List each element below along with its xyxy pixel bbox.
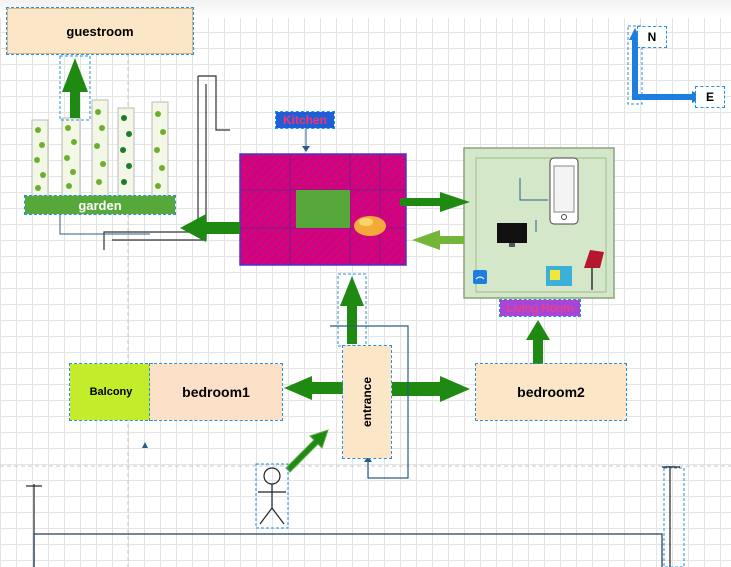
arrow-garden-to-guestroom[interactable] <box>62 58 88 118</box>
smartphone-icon <box>549 157 579 225</box>
marker <box>142 442 148 448</box>
bedroom1-room[interactable]: bedroom1 <box>149 363 283 421</box>
compass-east-label: E <box>695 86 725 108</box>
lamp-icon <box>584 250 604 290</box>
ground-floor <box>33 533 663 567</box>
wifi-icon <box>473 270 487 284</box>
food-icon <box>354 216 386 236</box>
person-icon <box>258 467 286 525</box>
router-icon <box>546 266 572 286</box>
compass-north-label: N <box>637 26 667 48</box>
kitchen-label: Kitchen <box>282 113 327 127</box>
arrow-bedroom2-to-living[interactable] <box>526 320 550 364</box>
arrow-kitchen-to-living[interactable] <box>400 192 470 212</box>
arrow-entrance-to-kitchen[interactable] <box>340 276 364 344</box>
living-room-tag[interactable]: Living Room <box>499 299 581 317</box>
garden-bar[interactable]: garden <box>24 195 176 215</box>
balcony-room[interactable]: Balcony <box>69 363 153 421</box>
arrow-entrance-to-bedroom2[interactable] <box>392 376 470 402</box>
guestroom-label: guestroom <box>66 23 134 39</box>
living-room-label: Living Room <box>506 301 574 315</box>
balcony-label: Balcony <box>89 386 133 398</box>
kitchen-counter <box>296 190 350 228</box>
garden-vines <box>31 99 169 197</box>
bedroom1-label: bedroom1 <box>182 384 250 400</box>
east-text: E <box>705 90 714 104</box>
guestroom-room[interactable]: guestroom <box>6 7 194 55</box>
entrance-room[interactable]: entrance <box>342 345 392 459</box>
monitor-icon <box>497 223 527 247</box>
bedroom2-room[interactable]: bedroom2 <box>475 363 627 421</box>
living-room[interactable] <box>463 147 615 299</box>
arrow-entrance-to-bedroom1[interactable] <box>284 376 343 400</box>
connector-line <box>330 325 409 479</box>
entrance-label: entrance <box>360 376 374 428</box>
arrow-living-to-kitchen[interactable] <box>412 230 464 250</box>
kitchen-tag[interactable]: Kitchen <box>275 111 335 129</box>
connector-line <box>59 214 150 235</box>
north-text: N <box>647 30 657 44</box>
bedroom2-label: bedroom2 <box>517 384 585 400</box>
arrow-person-to-entrance[interactable] <box>285 429 329 473</box>
garden-label: garden <box>78 197 122 213</box>
arrow-kitchen-to-garden[interactable] <box>180 214 240 242</box>
